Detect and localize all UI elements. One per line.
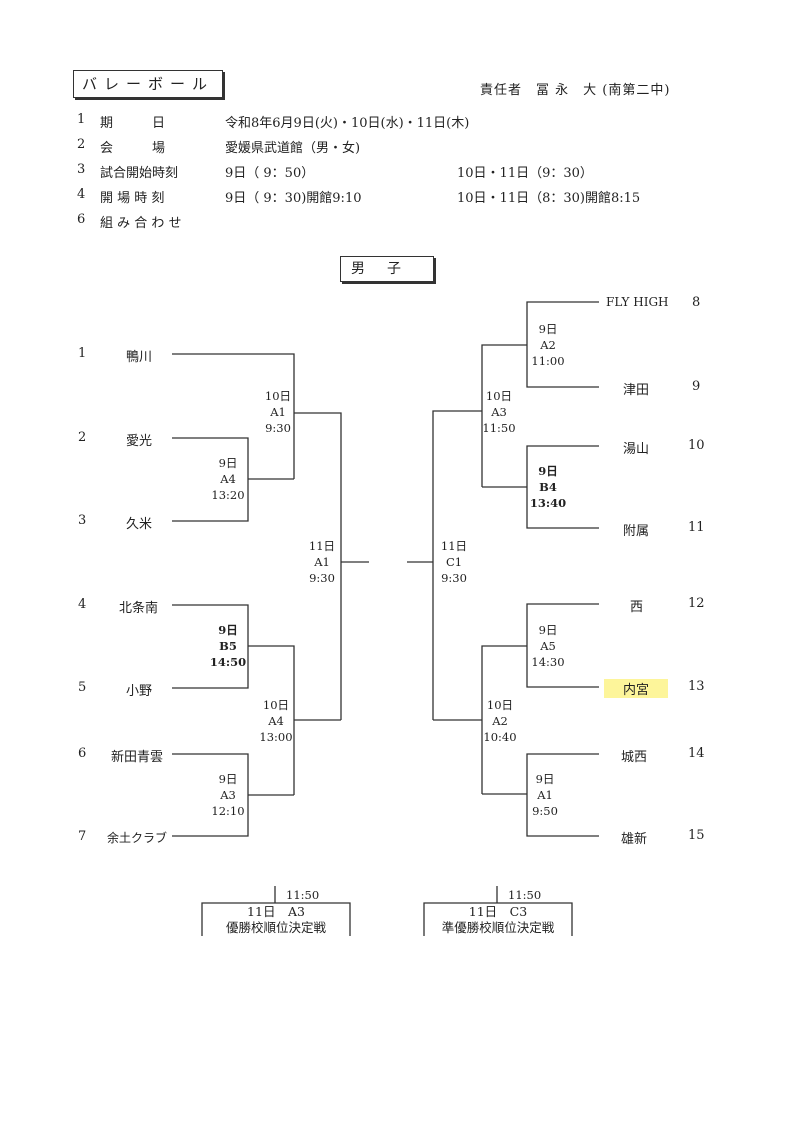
team-name: 城西 <box>621 750 648 765</box>
info-label: 会 場 <box>100 141 166 156</box>
team-number: 1 <box>78 346 87 361</box>
info-label: 組 み 合 わ せ <box>100 216 182 231</box>
team-name: 北条南 <box>119 601 159 616</box>
team-name: 西 <box>630 600 644 615</box>
team-name: 津田 <box>623 383 650 398</box>
info-value-2: 10日・11日（8：30)開館8:15 <box>457 191 641 206</box>
final-box-line <box>423 902 573 936</box>
final-box-line <box>201 902 351 936</box>
team-number: 3 <box>78 513 87 528</box>
team-number: 9 <box>692 379 701 394</box>
bracket-line <box>481 344 527 487</box>
team-number: 5 <box>78 680 87 695</box>
team-number: 15 <box>688 828 705 843</box>
team-number: 6 <box>78 746 87 761</box>
bracket-line <box>294 412 342 720</box>
team-name: 湯山 <box>623 442 650 457</box>
team-name: 鴨川 <box>126 350 153 365</box>
document-title: バレーボール <box>73 70 223 98</box>
info-value: 9日（ 9：30)開館9:10 <box>225 191 362 206</box>
info-label: 試合開始時刻 <box>100 166 179 181</box>
final-match: 11日 C3 <box>468 904 528 919</box>
team-number: 13 <box>688 679 705 694</box>
bracket-line <box>248 645 295 795</box>
team-name: 余土クラブ <box>107 831 168 845</box>
info-value: 令和8年6月9日(火)・10日(水)・11日(木) <box>225 116 470 131</box>
team-name: FLY HIGH <box>606 295 669 309</box>
bracket-line <box>526 753 599 837</box>
team-number: 4 <box>78 597 87 612</box>
info-no: 2 <box>77 137 86 152</box>
team-number: 12 <box>688 596 705 611</box>
team-number: 14 <box>688 746 705 761</box>
bracket-line <box>481 645 527 794</box>
final-label: 優勝校順位決定戦 <box>225 920 326 935</box>
info-value: 愛媛県武道館（男・女) <box>225 141 361 156</box>
info-no: 6 <box>77 212 86 227</box>
team-name: 小野 <box>126 684 153 699</box>
info-no: 4 <box>77 187 86 202</box>
team-number: 10 <box>688 438 705 453</box>
final-match: 11日 A3 <box>247 904 305 919</box>
final-time: 11:50 <box>508 888 542 902</box>
info-no: 3 <box>77 162 86 177</box>
info-value-2: 10日・11日（9：30） <box>457 166 593 181</box>
info-label: 期 日 <box>100 116 166 131</box>
team-name: 雄新 <box>621 832 648 847</box>
bracket-line <box>172 353 295 479</box>
responsible-person: 責任者 冨 永 大 (南第二中) <box>480 83 671 98</box>
info-value: 9日（ 9：50） <box>225 166 315 181</box>
info-no: 1 <box>77 112 86 127</box>
team-number: 8 <box>692 295 701 310</box>
final-time: 11:50 <box>286 888 320 902</box>
bracket-title: 男子 <box>340 256 434 282</box>
team-name-highlighted: 内宮 <box>604 679 668 698</box>
team-number: 7 <box>78 829 87 844</box>
info-label: 開 場 時 刻 <box>100 191 165 206</box>
bracket-line <box>432 410 482 720</box>
team-name: 久米 <box>126 517 153 532</box>
final-label: 準優勝校順位決定戦 <box>441 920 555 935</box>
team-name: 新田青雲 <box>111 750 164 765</box>
team-name: 愛光 <box>126 434 153 449</box>
team-number: 11 <box>688 520 705 535</box>
team-name: 附属 <box>623 524 650 539</box>
team-number: 2 <box>78 430 87 445</box>
